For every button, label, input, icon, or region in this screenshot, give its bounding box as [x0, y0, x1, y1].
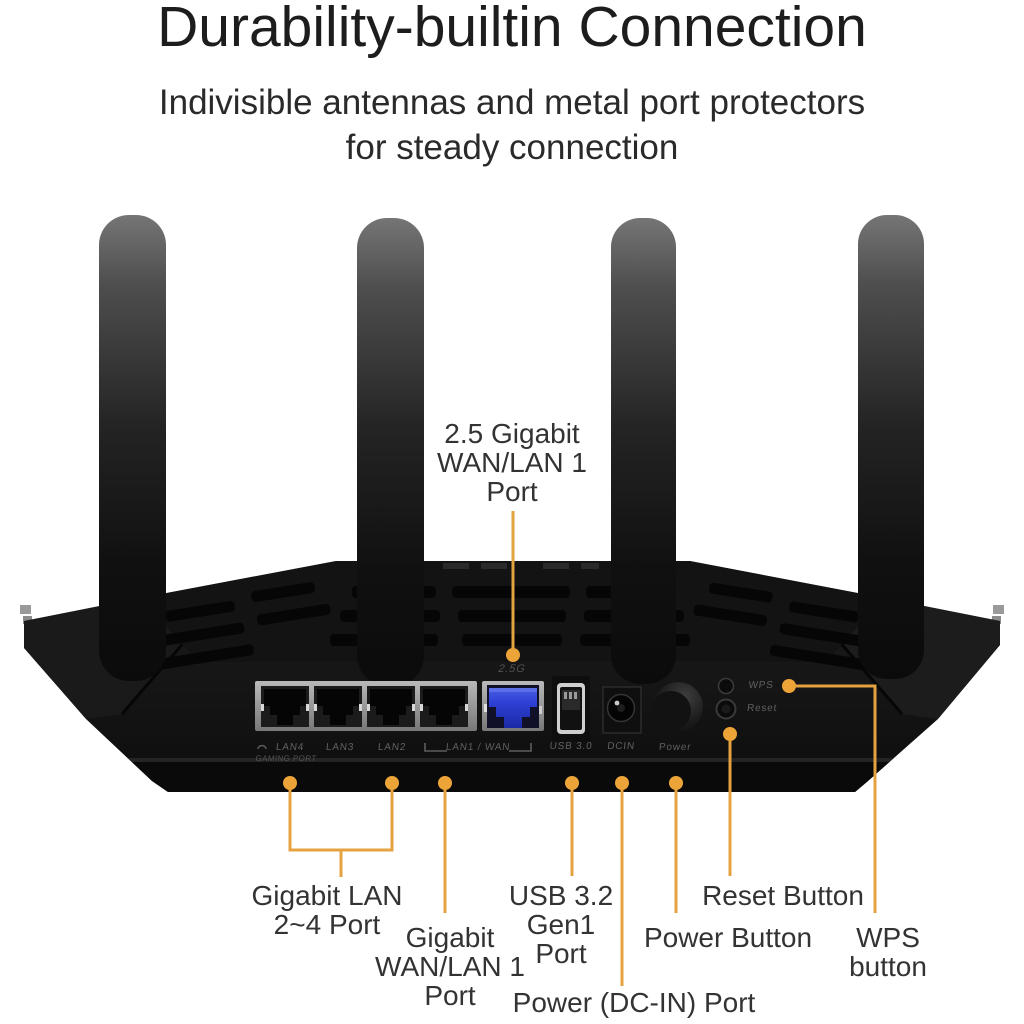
- lan3-label: LAN3: [325, 742, 355, 753]
- reset-button: [715, 698, 737, 720]
- usb30-label: USB 3.0: [549, 741, 594, 752]
- page-title: Durability-builtin Connection: [157, 0, 867, 59]
- subtitle-line-1: Indivisible antennas and metal port prot…: [158, 83, 866, 122]
- antenna-1: [99, 215, 166, 681]
- lan4-label: LAN4: [275, 742, 305, 753]
- top-ridge-notches: [443, 563, 599, 569]
- port-speed-tag: 2.5G: [497, 663, 527, 675]
- lan1-wan-label: LAN1 / WAN: [445, 742, 511, 753]
- callout-power-button: Power Button: [643, 922, 813, 953]
- lan1-wan-bracket: [424, 743, 532, 752]
- callout-reset-button: Reset Button: [702, 880, 864, 911]
- gamepad-icon: [257, 744, 267, 750]
- subtitle-line-2: for steady connection: [345, 128, 679, 167]
- usb-port: [552, 676, 590, 742]
- callout-lines: [288, 511, 877, 986]
- callout-usb: USB 3.2 Gen1 Port: [508, 880, 614, 969]
- antenna-3: [611, 218, 676, 684]
- antenna-hinge-left: [20, 605, 32, 624]
- lan2-label: LAN2: [377, 742, 407, 753]
- callout-power-port: Power (DC-IN) Port: [512, 987, 756, 1018]
- wps-button: [717, 677, 735, 695]
- antenna-hinge-right: [992, 605, 1004, 624]
- callout-gigabit-wan: Gigabit WAN/LAN 1 Port: [375, 922, 525, 1011]
- callout-wps-button: WPS button: [849, 922, 927, 982]
- power-label: Power: [658, 742, 692, 753]
- dcin-label: DCIN: [606, 741, 636, 752]
- wan-2-5g-port: [482, 681, 544, 731]
- callout-gigabit-lan: Gigabit LAN 2~4 Port: [251, 880, 403, 940]
- dc-in-jack: [602, 686, 642, 734]
- power-button-knob: [651, 682, 703, 732]
- antenna-4: [858, 215, 924, 679]
- wps-label: WPS: [747, 680, 775, 691]
- callout-dots: [283, 648, 796, 790]
- antenna-2: [357, 218, 424, 686]
- reset-label: Reset: [746, 703, 778, 714]
- lan-port-group: [255, 681, 477, 731]
- antennas: [99, 215, 924, 686]
- callout-top-port: 2.5 Gigabit WAN/LAN 1 Port: [437, 418, 587, 507]
- gaming-port-label: GAMING PORT: [255, 754, 318, 763]
- page-subtitle: Indivisible antennas and metal port prot…: [0, 80, 1024, 170]
